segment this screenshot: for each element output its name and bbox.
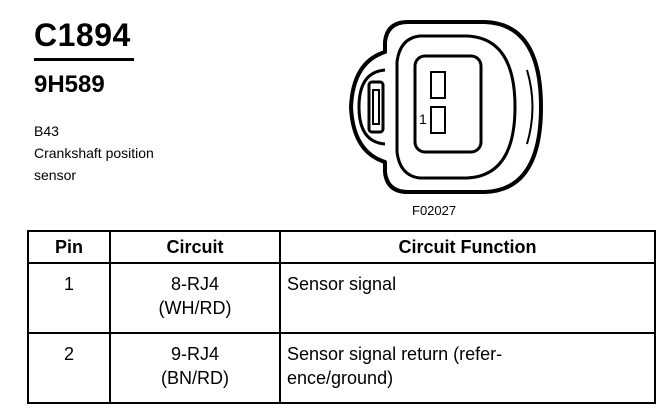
header-circuit: Circuit	[109, 230, 281, 264]
component-name-line-1: Crankshaft position	[34, 145, 154, 161]
figure-code: F02027	[412, 203, 457, 218]
table-row: 1 8-RJ4 (WH/RD) Sensor signal	[27, 262, 656, 334]
table-row: 2 9-RJ4 (BN/RD) Sensor signal return (re…	[27, 332, 656, 404]
pin-terminal-bottom	[430, 106, 446, 134]
pin-terminal-top	[430, 71, 446, 99]
header-circuit-function: Circuit Function	[279, 230, 656, 264]
circuit-number: 8-RJ4	[170, 274, 219, 294]
key-ridge-right	[526, 69, 534, 145]
pin-cavity-frame	[413, 54, 483, 154]
part-number: 9H589	[34, 71, 105, 98]
pin-number-label: 1	[419, 111, 427, 127]
function-line: ence/ground)	[287, 368, 394, 388]
header-pin: Pin	[27, 230, 111, 264]
wire-color: (BN/RD)	[161, 368, 229, 388]
function-line: Sensor signal	[287, 274, 397, 294]
component-code: B43	[34, 123, 59, 139]
circuit-cell: 8-RJ4 (WH/RD)	[109, 262, 281, 334]
component-name-line-2: sensor	[34, 167, 77, 183]
table-header-row: Pin Circuit Circuit Function	[27, 230, 656, 264]
circuit-cell: 9-RJ4 (BN/RD)	[109, 332, 281, 404]
connector-id: C1894	[34, 17, 131, 53]
function-line: Sensor signal return (refer-	[287, 344, 503, 364]
function-cell: Sensor signal	[279, 262, 656, 334]
circuit-number: 9-RJ4	[170, 344, 219, 364]
component-description: B43 Crankshaft position sensor	[34, 120, 154, 186]
wire-color: (WH/RD)	[158, 298, 232, 318]
pin-cell: 2	[27, 332, 111, 404]
pinout-table: Pin Circuit Circuit Function 1 8-RJ4 (WH…	[27, 230, 656, 404]
pin-cell: 1	[27, 262, 111, 334]
latch-bar-inner	[372, 89, 380, 125]
title-underline	[34, 58, 134, 61]
connector-face-diagram: 1	[349, 20, 543, 194]
function-cell: Sensor signal return (refer- ence/ground…	[279, 332, 656, 404]
